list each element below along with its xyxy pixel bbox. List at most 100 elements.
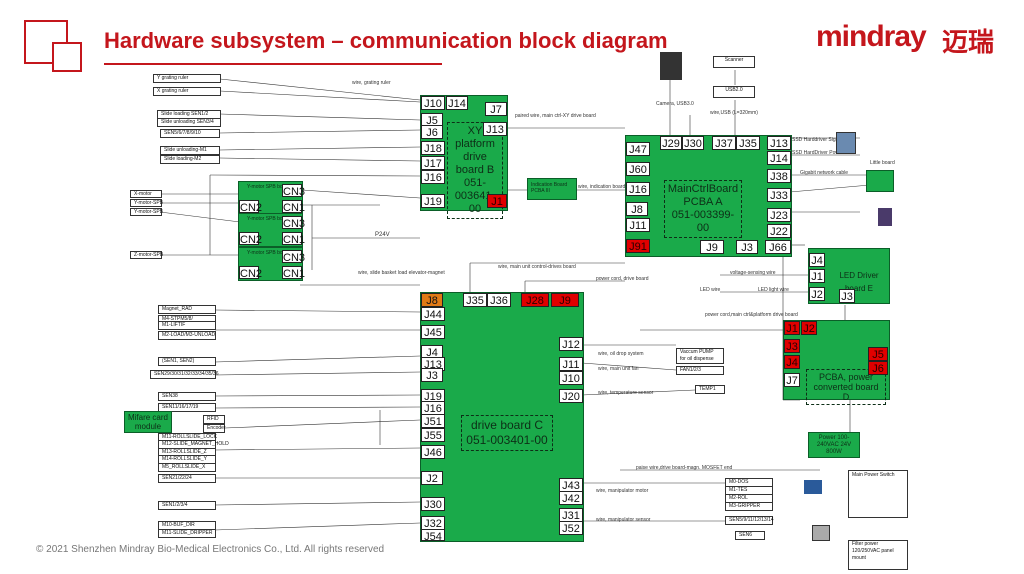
connector-j60: J60 <box>626 162 650 176</box>
mifare-label: Mifare card module <box>127 413 168 431</box>
connector-cn3: CN3 <box>282 216 306 230</box>
voltage-sensing-label: voltage-sensing wire <box>730 270 776 276</box>
wire-temp-label: wire, temperature sensor <box>598 390 654 396</box>
wire-oil-label: wire, oil drop system <box>598 351 644 357</box>
copyright-footer: © 2021 Shenzhen Mindray Bio-Medical Elec… <box>36 544 385 555</box>
wire-power-cord-label: power cord, drive board <box>596 276 649 282</box>
drive-label-sen29-36: SEN29/30/31/32/33/34/35/36 <box>150 370 219 379</box>
connector-j19: J19 <box>421 194 445 208</box>
connector-j4: J4 <box>784 355 800 369</box>
main-board-part: 051-003399-00 <box>671 209 735 234</box>
xy-platform-drive-board: XY platform drive board B 051-003641-00 … <box>420 95 508 219</box>
connector-cn1: CN1 <box>282 200 306 214</box>
power-board-label: PCBA, power converted board D <box>806 369 886 405</box>
connector-cn2: CN2 <box>239 200 263 214</box>
connector-cn1: CN1 <box>282 232 306 246</box>
connector-cn3: CN3 <box>282 250 306 264</box>
brand-logo: mindray <box>816 20 927 53</box>
logo-square-small-icon <box>52 42 82 72</box>
motor-spb-board-3: Y-motor SPB board CN2 CN3 CN1 <box>238 247 306 281</box>
connector-j46: J46 <box>421 445 445 459</box>
drive-label-fan: FAN1/2/3 <box>676 366 724 375</box>
connector-j38: J38 <box>767 169 791 183</box>
drive-label-m5: M5_ROLLSLIDE_X <box>158 463 216 472</box>
wire-fan-label: wire, main unit fan <box>598 366 639 372</box>
drive-label-encoder: Encoder <box>203 424 226 433</box>
wire-manip1-label: wire, manipulator motor <box>596 488 649 494</box>
display-icon <box>878 208 892 226</box>
connector-j54: J54 <box>421 529 445 543</box>
drive-label-vacuum-pump: Vaccum PUMP for oil dispense <box>676 348 724 364</box>
drive-label-rfid: RFID <box>203 415 225 424</box>
main-board-label: MainCtrlBoard PCBA A 051-003399-00 <box>664 180 742 238</box>
connector-j30: J30 <box>682 136 704 150</box>
connector-j1: J1 <box>487 194 507 208</box>
drive-label-m2-m3: M2-LOAD/M3-UNLOAD <box>158 331 216 340</box>
connector-j37: J37 <box>712 136 736 150</box>
motor-spb-board-1: Y-motor SPB board CN2 CN3 CN1 <box>238 181 306 215</box>
connector-j13: J13 <box>483 122 507 136</box>
connector-j35: J35 <box>463 293 487 307</box>
page-title: Hardware subsystem – communication block… <box>104 28 668 53</box>
connector-j45: J45 <box>421 325 445 339</box>
led-light-label: LED light wire <box>758 287 789 293</box>
title-underline <box>104 63 442 65</box>
connector-j3: J3 <box>784 339 800 353</box>
drive-label-sen21-24: SEN21/22/24 <box>158 474 216 483</box>
drive-label-m11-dripper: M11-SLIDE_DRIPPER <box>158 529 216 538</box>
drive-label-m3-gripper: M3-GRIPPER <box>725 502 773 511</box>
connector-j16: J16 <box>421 170 445 184</box>
connector-j5: J5 <box>868 347 888 361</box>
led-driver-label: LED Driver board E <box>839 271 879 293</box>
wire-xy-main-label: paired wire, main ctrl-XY drive board <box>515 113 596 119</box>
motor-board-title: Y-motor SPB board <box>247 250 290 256</box>
motor-board-title: Y-motor SPB board <box>247 216 290 222</box>
left-label-y-grating: Y grating ruler <box>153 74 221 83</box>
connector-j36: J36 <box>487 293 511 307</box>
camera-label: Camera, USB3.0 <box>656 101 694 107</box>
connector-j14: J14 <box>446 96 468 110</box>
connector-j29: J29 <box>660 136 682 150</box>
wire-grating-label: wire, grating ruler <box>352 80 391 86</box>
connector-j44: J44 <box>421 307 445 321</box>
filter-power-label: Filter power 120/250VAC panel mount <box>848 540 908 570</box>
indication-board: Indication Board PCBA III <box>527 178 577 200</box>
ssd-signal-label: SSD Harddriver Signal Wire <box>792 137 854 143</box>
left-label-y-motor-2: Y-motor-SPB <box>130 208 163 216</box>
left-label-slide-loading-m2: Slide loading-M2 <box>160 155 220 164</box>
xy-board-label: XY platform drive board B 051-003641-00 <box>447 122 503 219</box>
mifare-module: Mifare card module <box>124 411 172 433</box>
connector-cn1: CN1 <box>282 266 306 280</box>
drive-label-sen6: SEN6 <box>735 531 765 540</box>
xy-board-part: 051-003641-00 <box>454 177 496 215</box>
camera-icon <box>660 52 682 80</box>
connector-j23: J23 <box>767 208 791 222</box>
connector-j17: J17 <box>421 156 445 170</box>
xy-board-name: XY platform drive board B <box>455 125 495 176</box>
ssd-icon <box>836 132 856 154</box>
connector-j12: J12 <box>559 337 583 351</box>
connector-j9: J9 <box>551 293 579 307</box>
connector-j6: J6 <box>421 125 443 139</box>
connector-cn3: CN3 <box>282 184 306 198</box>
left-label-x-grating: X grating ruler <box>153 87 221 96</box>
left-label-x-motor: X-motor <box>130 190 162 198</box>
left-label-z-motor: Z-motor-SPB <box>130 251 163 259</box>
connector-j33: J33 <box>767 188 791 202</box>
connector-cn2: CN2 <box>239 232 263 246</box>
connector-j8: J8 <box>626 202 648 216</box>
main-power-switch-label: Main Power Switch <box>848 470 908 518</box>
connector-j3: J3 <box>839 289 855 303</box>
drive-label-sen1-4: SEN1/2/3/4 <box>158 501 216 510</box>
left-label-y-motor-1: Y-motor-SPB <box>130 199 163 207</box>
connector-j10: J10 <box>421 96 445 110</box>
drive-label-temp: TEMP1 <box>695 385 725 394</box>
connector-j1: J1 <box>809 269 825 283</box>
wire-indication-label: wire, indication board <box>578 184 626 190</box>
motor-spb-board-2: Y-motor SPB board CN2 CN3 CN1 <box>238 213 306 247</box>
connector-j2: J2 <box>801 321 817 335</box>
connector-j52: J32 <box>421 516 445 530</box>
connector-j16: J16 <box>421 401 445 415</box>
connector-j4: J4 <box>809 253 825 267</box>
gigabit-label: Gigabit network cable <box>800 170 849 176</box>
